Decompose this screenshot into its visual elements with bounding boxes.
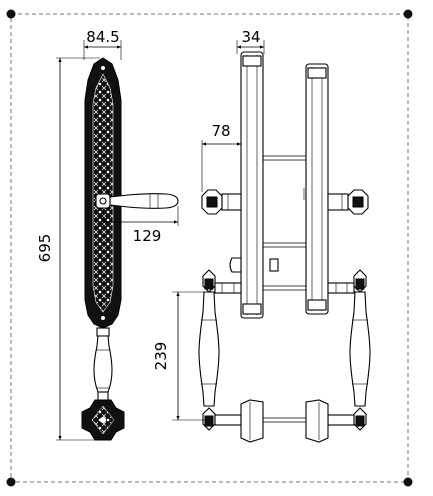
dimension-label-side-thickness: 34 <box>241 28 260 46</box>
side-pull-upper-left <box>202 269 242 294</box>
backplate-screw <box>101 66 105 70</box>
dimension-plate-height: 695 <box>36 57 100 441</box>
spindles <box>263 155 306 423</box>
dimension-label-plate-height: 695 <box>36 234 54 263</box>
side-pull-upper-right <box>327 269 367 294</box>
backplate-screw <box>101 316 105 320</box>
backplate-ornament <box>92 73 114 313</box>
side-lever-right <box>327 189 369 215</box>
front-lever-handle <box>95 193 179 209</box>
drawing-frame <box>10 13 409 483</box>
thumb-turn <box>229 257 279 273</box>
dimension-label-handle-length: 129 <box>133 227 162 245</box>
side-plate-right <box>303 63 329 315</box>
dimension-label-handle-spacing: 239 <box>152 342 170 371</box>
side-pull-lower-left <box>202 399 264 443</box>
corner-markers <box>6 9 413 487</box>
dimension-label-plate-width: 84.5 <box>86 28 119 46</box>
grip-right <box>349 291 371 407</box>
front-view: 84.5 695 129 <box>36 28 179 441</box>
front-bottom-rosette <box>81 399 125 441</box>
dimension-spindle-offset: 78 <box>201 122 242 192</box>
corner-dot-icon <box>6 9 16 19</box>
corner-dot-icon <box>403 9 413 19</box>
dimension-label-spindle-offset: 78 <box>211 122 230 140</box>
dimension-handle-spacing: 239 <box>152 291 208 421</box>
side-pull-lower-right <box>305 399 367 443</box>
dimension-side-thickness: 34 <box>236 28 265 54</box>
side-plate-left <box>240 51 264 319</box>
side-view: 34 78 239 <box>152 28 371 443</box>
front-pull-handle <box>93 327 113 403</box>
dimension-plate-width: 84.5 <box>83 28 122 60</box>
dimension-handle-length: 129 <box>102 206 179 245</box>
corner-dot-icon <box>6 477 16 487</box>
corner-dot-icon <box>403 477 413 487</box>
grip-left <box>198 291 220 407</box>
side-lever-left <box>201 189 242 215</box>
